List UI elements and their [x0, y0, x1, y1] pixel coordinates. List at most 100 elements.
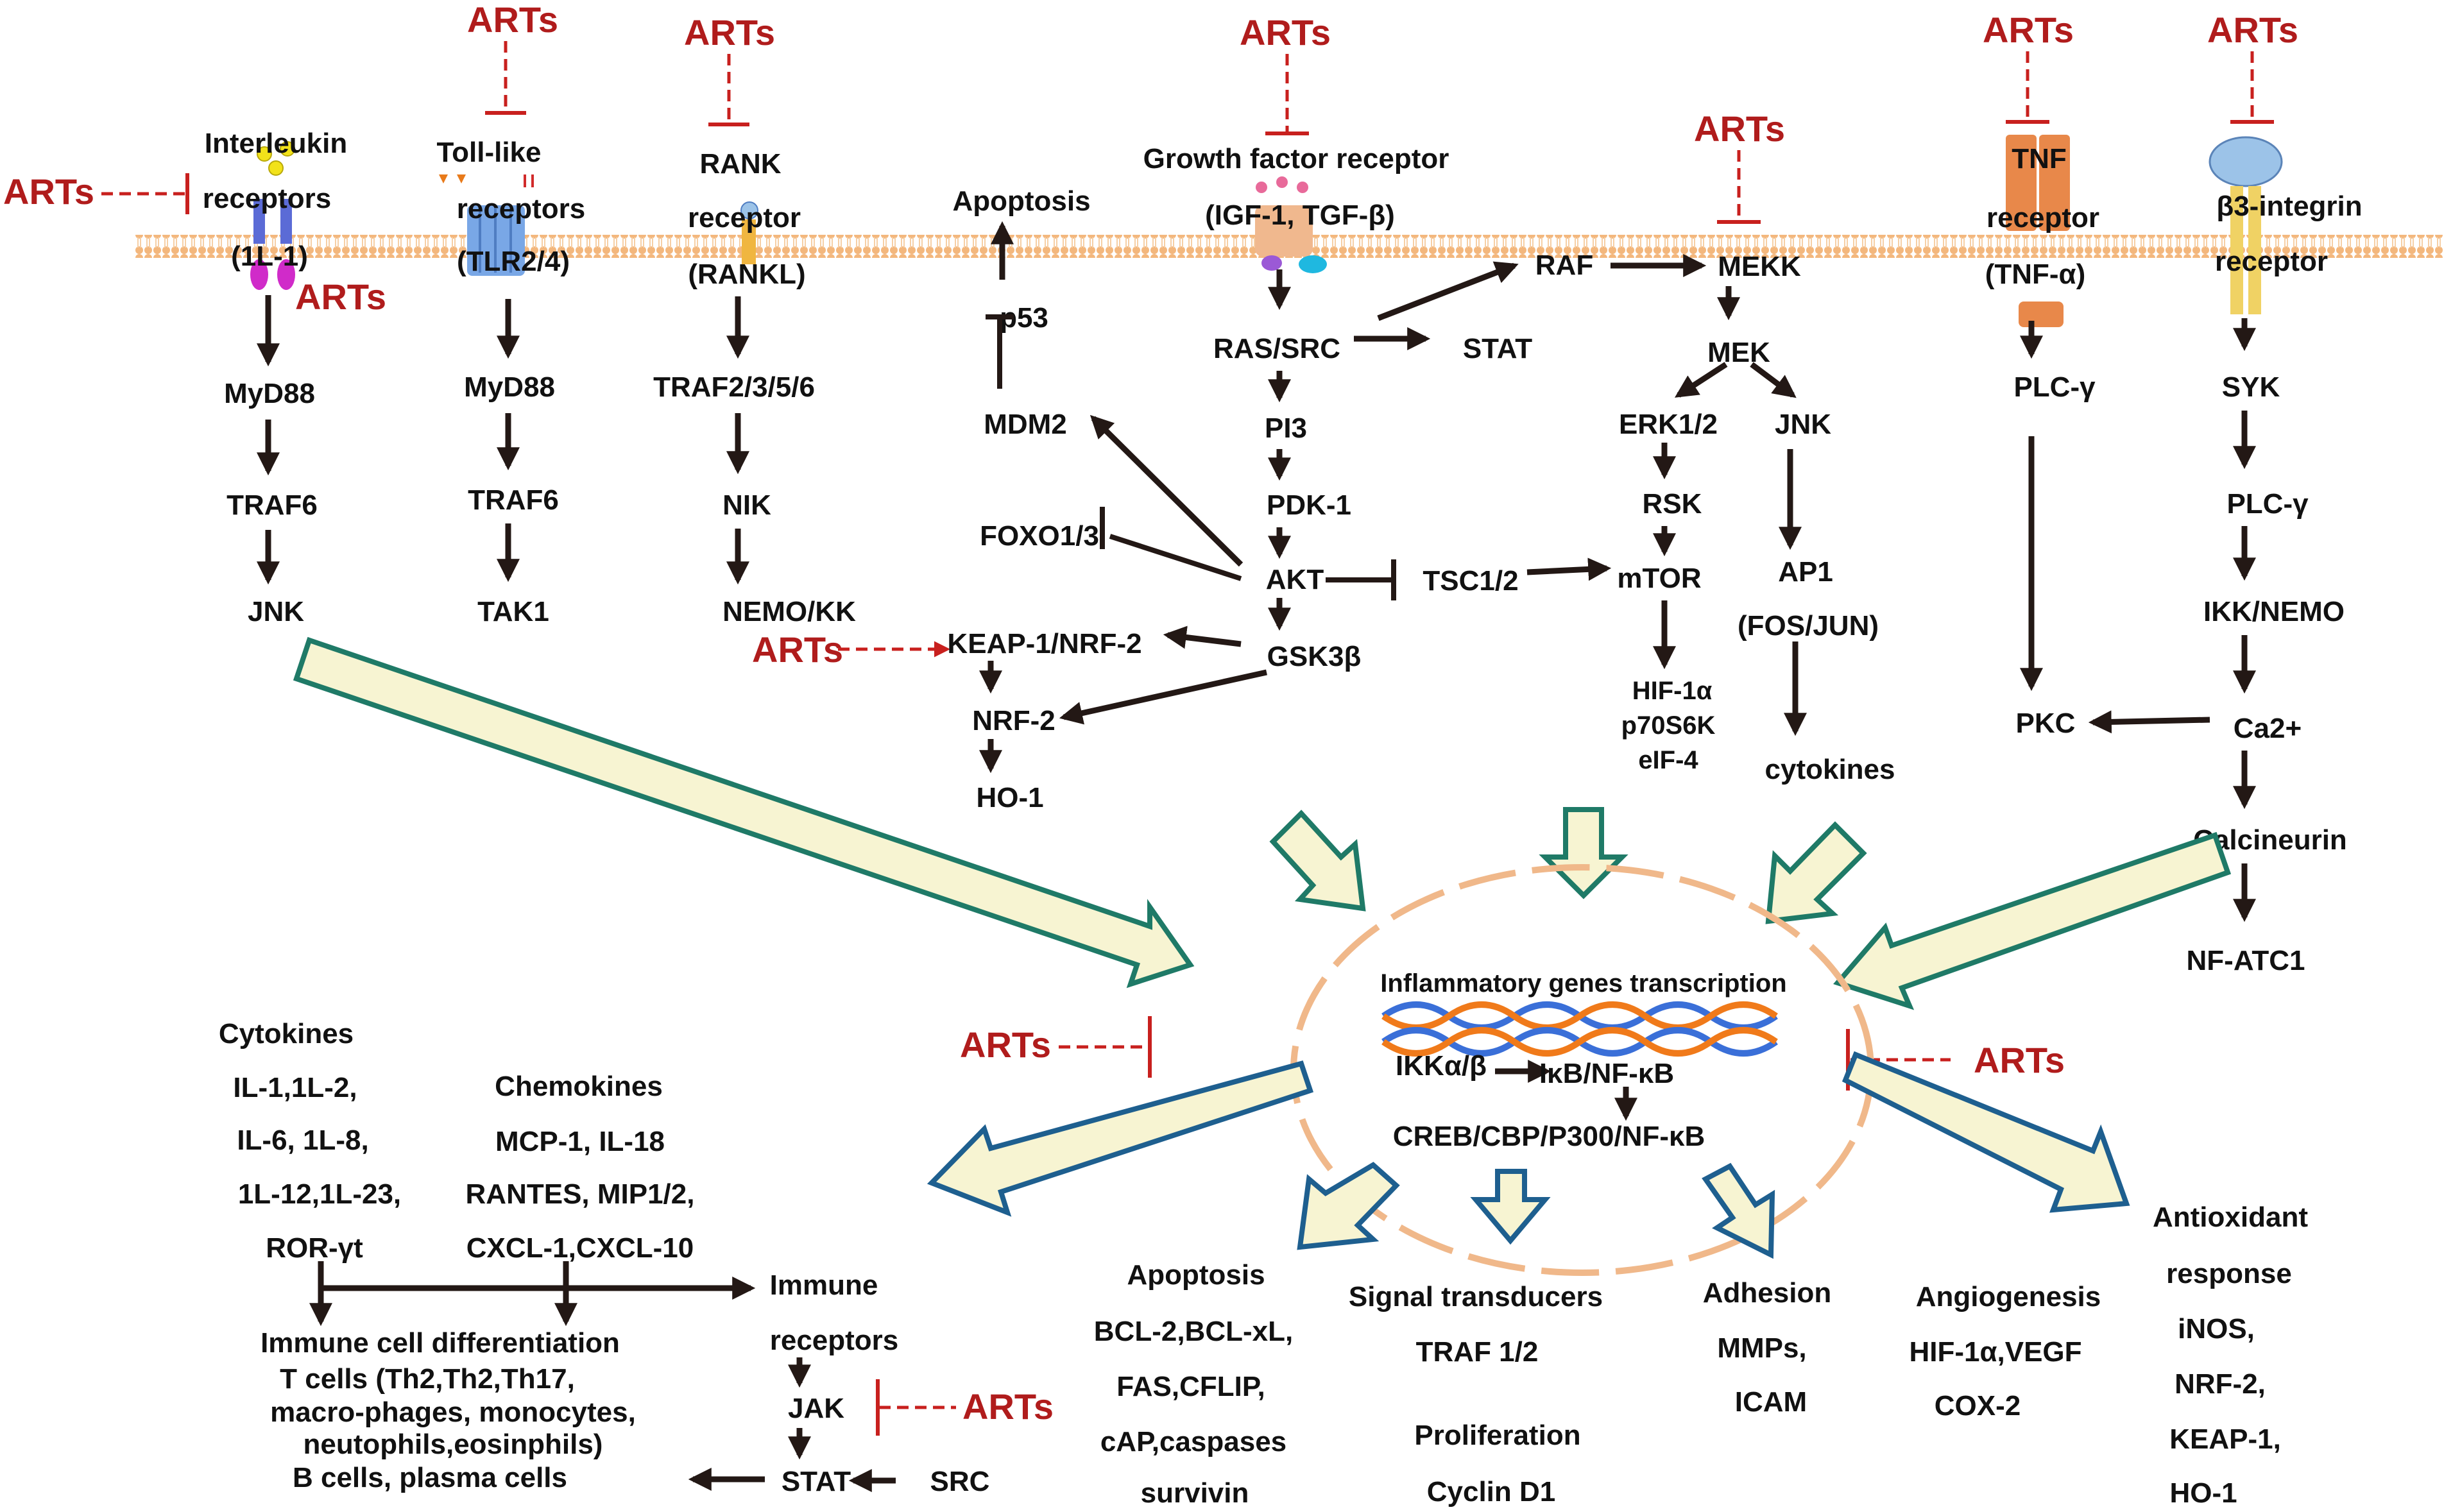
growth-factor-receptor-label: Growth factor receptor — [1143, 143, 1449, 174]
svg-text:COX-2: COX-2 — [1935, 1390, 2021, 1422]
node-hif: HIF-1α — [1632, 677, 1713, 705]
fat-arrow-nucleus-signal — [1470, 1169, 1551, 1245]
antioxidant-list: Antioxidant response iNOS, NRF-2, KEAP-1… — [2153, 1202, 2308, 1509]
node-traf6: TRAF6 — [226, 489, 318, 521]
node-ras-src: RAS/SRC — [1213, 333, 1340, 364]
node-p70s6k: p70S6K — [1621, 711, 1716, 740]
integrin-receptor-label: receptor — [2215, 246, 2328, 277]
svg-text:survivin: survivin — [1141, 1477, 1249, 1509]
svg-text:FAS,CFLIP,: FAS,CFLIP, — [1116, 1371, 1265, 1402]
arts-label: ARTs — [1974, 1040, 2065, 1080]
node-pdk1: PDK-1 — [1267, 489, 1351, 521]
interleukin-receptor-label: (1L-1) — [231, 241, 308, 272]
node-jak: JAK — [788, 1393, 844, 1424]
growth-factor-receptor-label: (IGF-1, TGF-β) — [1205, 200, 1395, 231]
svg-text:MMPs,: MMPs, — [1717, 1332, 1806, 1364]
node-ap1: AP1 — [1778, 556, 1833, 588]
node-nf-atc1: NF-ATC1 — [2187, 945, 2305, 976]
svg-text:neutophils,eosinphils): neutophils,eosinphils) — [303, 1429, 603, 1460]
node-plc-gamma: PLC-γ — [2226, 488, 2309, 520]
node-src: SRC — [930, 1466, 990, 1497]
node-cytokines: cytokines — [1765, 754, 1895, 785]
node-nemo-kk: NEMO/KK — [722, 596, 856, 627]
immune-differentiation-list: Immune cell differentiation T cells (Th2… — [261, 1327, 636, 1493]
fat-arrow-jnk-nucleus — [293, 636, 1195, 989]
tlr-receptor-label: (TLR2/4) — [457, 246, 570, 277]
inhibit-mdm2-p53 — [986, 314, 1014, 389]
node-traf2356: TRAF2/3/5/6 — [653, 371, 815, 403]
node-ho1: HO-1 — [976, 782, 1043, 813]
svg-text:Cyclin D1: Cyclin D1 — [1427, 1476, 1556, 1508]
immune-receptors-label: Immune — [770, 1270, 878, 1301]
tnf-receptor-label: (TNF-α) — [1985, 259, 2086, 290]
node-akt: AKT — [1266, 564, 1324, 595]
svg-text:Angiogenesis: Angiogenesis — [1916, 1281, 2101, 1312]
immune-receptors-label: receptors — [770, 1325, 899, 1356]
node-nik: NIK — [722, 489, 771, 521]
chemokines-list: Chemokines MCP-1, IL-18 RANTES, MIP1/2, … — [466, 1071, 695, 1264]
node-mdm2: MDM2 — [984, 409, 1067, 440]
tnf-receptor-label: TNF — [2012, 143, 2067, 174]
cytokines-list: Cytokines IL-1,1L-2, IL-6, 1L-8, 1L-12,1… — [219, 1018, 401, 1264]
arts-label: ARTs — [295, 276, 386, 317]
node-traf6: TRAF6 — [468, 484, 559, 516]
node-ikk-nemo: IKK/NEMO — [2203, 596, 2345, 627]
svg-text:Proliferation: Proliferation — [1414, 1420, 1580, 1451]
fat-arrow-nucleus-antioxidant — [1842, 1051, 2130, 1213]
tnf-receptor-label: receptor — [1987, 202, 2099, 234]
node-foxo: FOXO1/3 — [980, 520, 1099, 552]
svg-text:Signal transducers: Signal transducers — [1349, 1281, 1603, 1312]
integrin-receptor-label: β3-integrin — [2216, 191, 2362, 222]
node-syk: SYK — [2222, 371, 2280, 403]
node-erk: ERK1/2 — [1619, 409, 1718, 440]
arts-label: ARTs — [3, 171, 94, 212]
fat-arrow-to-nucleus — [1539, 807, 1628, 899]
adhesion-list: Adhesion MMPs, ICAM — [1703, 1277, 1831, 1418]
arts-label: ARTs — [960, 1024, 1051, 1065]
interleukin-receptor-label: receptors — [203, 183, 332, 214]
node-creb: CREB/CBP/P300/NF-κB — [1393, 1121, 1705, 1152]
svg-text:ICAM: ICAM — [1735, 1386, 1807, 1418]
interleukin-receptor-label: Interleukin — [205, 128, 348, 159]
toll-like-receptor-icon — [439, 174, 534, 276]
arts-label: ARTs — [467, 0, 558, 40]
fat-arrow-to-nucleus — [1765, 821, 1867, 924]
angiogenesis-list: Angiogenesis HIF-1α,VEGF COX-2 — [1909, 1281, 2101, 1422]
fat-arrow-to-nucleus — [1269, 810, 1366, 912]
node-pi3: PI3 — [1265, 412, 1307, 444]
node-ikk-alpha-beta: IKKα/β — [1396, 1050, 1487, 1082]
node-ca2: Ca2+ — [2234, 713, 2302, 744]
arts-label: ARTs — [684, 12, 775, 53]
svg-text:response: response — [2166, 1258, 2292, 1289]
node-nrf2: NRF-2 — [972, 705, 1055, 736]
svg-text:Chemokines: Chemokines — [495, 1071, 663, 1102]
inhibit-akt-foxo — [1100, 507, 1242, 581]
node-jnk: JNK — [1775, 409, 1831, 440]
arts-label: ARTs — [2207, 10, 2298, 50]
apoptosis-list: Apoptosis BCL-2,BCL-xL, FAS,CFLIP, cAP,c… — [1094, 1259, 1293, 1509]
svg-text:B cells, plasma cells: B cells, plasma cells — [293, 1462, 567, 1493]
svg-text:IL-6, 1L-8,: IL-6, 1L-8, — [237, 1125, 368, 1156]
growth-factor-receptor-icon — [1255, 176, 1327, 273]
node-jnk: JNK — [248, 596, 304, 627]
node-plc-gamma: PLC-γ — [2013, 371, 2096, 403]
svg-text:ROR-γt: ROR-γt — [266, 1232, 363, 1264]
node-pkc: PKC — [2016, 708, 2076, 739]
svg-text:Antioxidant: Antioxidant — [2153, 1202, 2308, 1233]
integrin-receptor-icon — [2209, 136, 2283, 314]
node-myd88: MyD88 — [464, 371, 555, 403]
node-eif4: eIF-4 — [1638, 746, 1698, 774]
fat-arrow-calcineurin-nucleus — [1833, 831, 2232, 1010]
proliferation-list: Proliferation Cyclin D1 — [1414, 1420, 1580, 1508]
fat-arrow-nucleus-cytokines — [927, 1060, 1314, 1217]
node-mtor: mTOR — [1617, 563, 1701, 594]
node-rsk: RSK — [1643, 488, 1702, 520]
svg-text:Immune cell differentiation: Immune cell differentiation — [261, 1327, 620, 1359]
svg-text:BCL-2,BCL-xL,: BCL-2,BCL-xL, — [1094, 1316, 1293, 1347]
svg-text:TRAF 1/2: TRAF 1/2 — [1416, 1336, 1539, 1368]
svg-text:HIF-1α,VEGF: HIF-1α,VEGF — [1909, 1336, 2081, 1368]
svg-text:1L-12,1L-23,: 1L-12,1L-23, — [238, 1178, 401, 1210]
rank-receptor-label: receptor — [688, 202, 801, 234]
node-mek: MEK — [1707, 337, 1770, 368]
